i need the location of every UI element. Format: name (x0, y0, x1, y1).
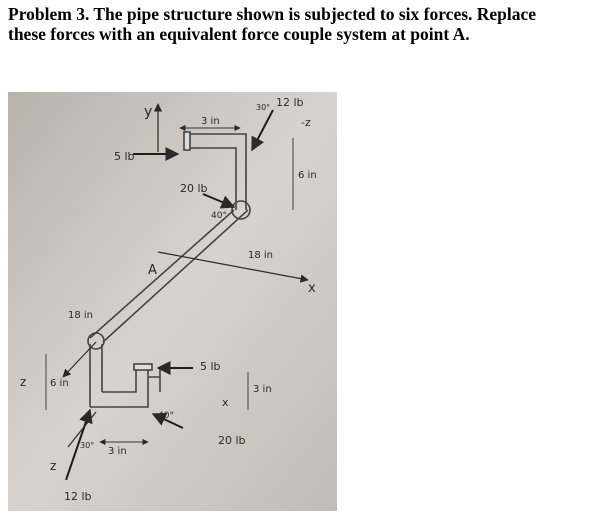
point-A-label: A (148, 263, 157, 278)
dim-3in-top-label: 3 in (201, 116, 220, 127)
angle-40-top-label: 40° (211, 211, 227, 221)
dim-3in-right-label: 3 in (253, 384, 272, 395)
problem-statement: Problem 3. The pipe structure shown is s… (8, 4, 593, 44)
force-5lb-top-label: 5 lb (114, 150, 135, 163)
dimension-lines (45, 124, 294, 446)
angle-40-bottom-label: 40° (158, 411, 174, 421)
dim-18in-right-label: 18 in (248, 250, 273, 261)
problem-line-1: Problem 3. The pipe structure shown is s… (8, 4, 537, 24)
dim-18in-left-label: 18 in (68, 310, 93, 321)
axes (62, 103, 309, 448)
force-12lb-bottom-arrow (65, 408, 93, 481)
angle-30-bottom-label: 30° (80, 441, 94, 450)
problem-line-2: these forces with an equivalent force co… (8, 24, 470, 44)
angle-30-top-label: 30° (256, 103, 270, 112)
force-20lb-top-arrow (202, 193, 236, 209)
dim-6in-right-label: 6 in (298, 170, 317, 181)
force-12lb-top-arrow (251, 109, 274, 152)
force-5lb-bottom-label: 5 lb (200, 360, 221, 373)
force-20lb-bottom-label: 20 lb (218, 434, 246, 447)
x-axis-label: x (308, 281, 316, 296)
figure-svg: y x z z -z x 5 lb 12 lb 20 lb 5 lb 20 lb… (8, 92, 337, 511)
force-20lb-bottom-arrow (151, 412, 184, 429)
photo-background (8, 92, 337, 511)
dim-3in-bottom-label: 3 in (108, 446, 127, 457)
forces (65, 109, 274, 481)
force-12lb-top-label: 12 lb (276, 96, 304, 109)
z-axis-label: z (20, 375, 26, 389)
y-axis-label: y (144, 104, 152, 120)
force-12lb-bottom-label: 12 lb (64, 490, 92, 503)
dim-6in-left-label: 6 in (50, 378, 69, 389)
minus-z-label: -z (301, 116, 311, 129)
z-axis-bottom-label: z (50, 459, 56, 473)
pipe-structure-figure: y x z z -z x 5 lb 12 lb 20 lb 5 lb 20 lb… (8, 92, 337, 511)
force-20lb-top-label: 20 lb (180, 182, 208, 195)
pipe (87, 131, 251, 408)
x-lower-label: x (222, 396, 229, 409)
